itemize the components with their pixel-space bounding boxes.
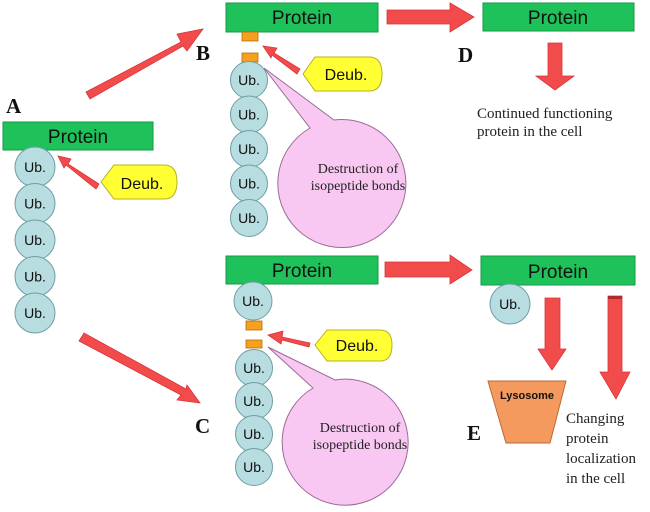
caption-e-line3: localization [566,451,636,467]
ubiquitin-label: Ub. [24,269,46,285]
arrow-b-to-d [386,2,475,33]
callout-bubble-c: Destruction of isopeptide bonds [267,346,409,506]
callout-bubble-b: Destruction of isopeptide bonds [263,67,407,248]
deub-b-label: Deub. [325,67,368,84]
ubiquitin-a-5: Ub. [14,292,56,334]
callout-b-line2: isopeptide bonds [311,179,406,194]
ubiquitin-label: Ub. [24,159,46,175]
caption-e-line4: in the cell [566,471,625,487]
ub-e-label: Ub. [499,296,521,312]
ubiquitin-label: Ub. [243,426,265,442]
ubiquitin-a-3: Ub. [14,219,56,261]
ubiquitin-label: Ub. [24,305,46,321]
ubiquitin-b-3: Ub. [230,130,268,168]
arrow-e-to-lysosome [537,297,567,371]
ubiquitin-label: Ub. [243,360,265,376]
ubiquitin-label: Ub. [24,232,46,248]
deub-enzyme-c: Deub. [314,329,393,362]
protein-e-label: Protein [528,262,588,283]
ubiquitin-c-1: Ub. [235,349,273,387]
ubiquitin-label: Ub. [24,196,46,212]
protein-e: Protein [480,255,636,286]
callout-b-line1: Destruction of [318,162,399,177]
ubiquitin-b-4: Ub. [230,164,268,203]
ubiquitin-c-4: Ub. [235,448,273,486]
protein-b-label: Protein [272,8,332,29]
ubiquitin-label: Ub. [238,72,260,88]
ub-chain-b: Ub. Ub. Ub. Ub. Ub. [230,61,268,237]
ubiquitin-a-4: Ub. [14,256,56,297]
isopeptide-link-c-lower [245,339,263,349]
lysosome: Lysosome [487,380,567,444]
ubiquitin-label: Ub. [243,393,265,409]
isopeptide-link-b-lower [241,52,259,63]
ubiquitin-b-1: Ub. [230,61,268,99]
arrow-a-to-c [78,332,201,404]
isopeptide-link-c-upper [245,320,263,331]
protein-b: Protein [225,2,379,33]
isopeptide-link-b-upper [241,31,259,42]
panel-label-c: C [195,414,210,438]
ubiquitin-b-5: Ub. [230,199,268,237]
caption-d-line2: protein in the cell [477,124,582,140]
callout-c-line1: Destruction of [320,421,401,436]
arrow-a-to-b [85,28,204,100]
ub-top-c-label: Ub. [242,293,264,309]
ubiquitin-a-2: Ub. [14,183,56,224]
protein-d-label: Protein [528,8,588,29]
deub-arrow-c [267,330,311,348]
callout-c-line2: isopeptide bonds [313,438,408,453]
ubiquitin-label: Ub. [243,459,265,475]
panel-label-e: E [467,421,481,445]
caption-e-line1: Changing [566,411,625,427]
ubiquitin-c-3: Ub. [235,415,273,453]
panel-label-a: A [6,94,22,118]
deub-a-label: Deub. [121,176,164,193]
deub-c-label: Deub. [336,338,379,355]
ub-top-c: Ub. [233,281,273,321]
arrow-d-down [534,42,576,91]
deub-arrow-a [57,155,100,190]
lysosome-label: Lysosome [500,390,554,402]
protein-d: Protein [482,2,635,32]
protein-a: Protein [2,121,154,151]
panel-label-d: D [458,43,473,67]
panel-label-b: B [196,41,210,65]
caption-d-line1: Continued functioning [477,106,613,122]
ubiquitin-b-2: Ub. [230,95,268,134]
protein-c-label: Protein [272,261,332,282]
ubiquitin-circle [235,448,273,486]
deub-enzyme-a: Deub. [100,164,178,200]
ubiquitin-circle [14,292,56,334]
protein-a-label: Protein [48,127,108,148]
arrow-c-to-e [384,254,473,285]
caption-e-line2: protein [566,431,609,447]
arrow-e-to-localization [599,295,631,400]
ubiquitin-c-2: Ub. [235,382,273,420]
ub-chain-c: Ub. Ub. Ub. Ub. [235,349,273,486]
deub-arrow-b [262,45,301,75]
ubiquitin-circle [230,199,268,237]
ub-released-e: Ub. [489,283,531,325]
protein-c: Protein [225,255,379,285]
ubiquitin-label: Ub. [238,107,260,123]
ubiquitin-label: Ub. [238,210,260,226]
ub-chain-a: Ub. Ub. Ub. Ub. Ub. [14,146,56,334]
deub-enzyme-b: Deub. [302,56,383,92]
ubiquitin-label: Ub. [238,141,260,157]
ubiquitin-a-1: Ub. [14,146,56,188]
ubiquitin-label: Ub. [238,176,260,192]
